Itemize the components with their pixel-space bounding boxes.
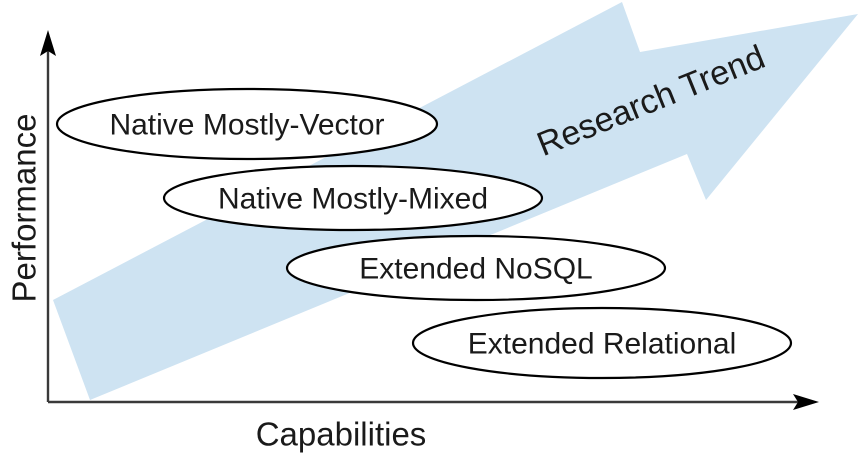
category-node-native-mostly-vector[interactable]: Native Mostly-Vector: [55, 87, 439, 161]
category-node-extended-nosql[interactable]: Extended NoSQL: [285, 234, 667, 302]
x-axis-arrowhead: [793, 394, 819, 410]
ellipse-extended-relational[interactable]: [411, 306, 793, 380]
y-axis-label: Performance: [6, 114, 43, 303]
axes-group: [40, 30, 819, 410]
category-ellipses-group: Native Mostly-Vector Native Mostly-Mixed…: [55, 87, 793, 380]
ellipse-extended-nosql[interactable]: [285, 234, 667, 302]
x-axis-label: Capabilities: [256, 416, 427, 453]
ellipse-native-mostly-mixed[interactable]: [162, 164, 544, 232]
ellipse-label-native-mostly-vector: Native Mostly-Vector: [109, 109, 384, 142]
category-node-native-mostly-mixed[interactable]: Native Mostly-Mixed: [162, 164, 544, 232]
y-axis-arrowhead: [40, 30, 56, 56]
ellipse-label-native-mostly-mixed: Native Mostly-Mixed: [218, 183, 488, 216]
ellipse-label-extended-nosql: Extended NoSQL: [359, 253, 592, 286]
category-node-extended-relational[interactable]: Extended Relational: [411, 306, 793, 380]
ellipse-native-mostly-vector[interactable]: [55, 87, 439, 161]
ellipse-label-extended-relational: Extended Relational: [468, 328, 737, 361]
